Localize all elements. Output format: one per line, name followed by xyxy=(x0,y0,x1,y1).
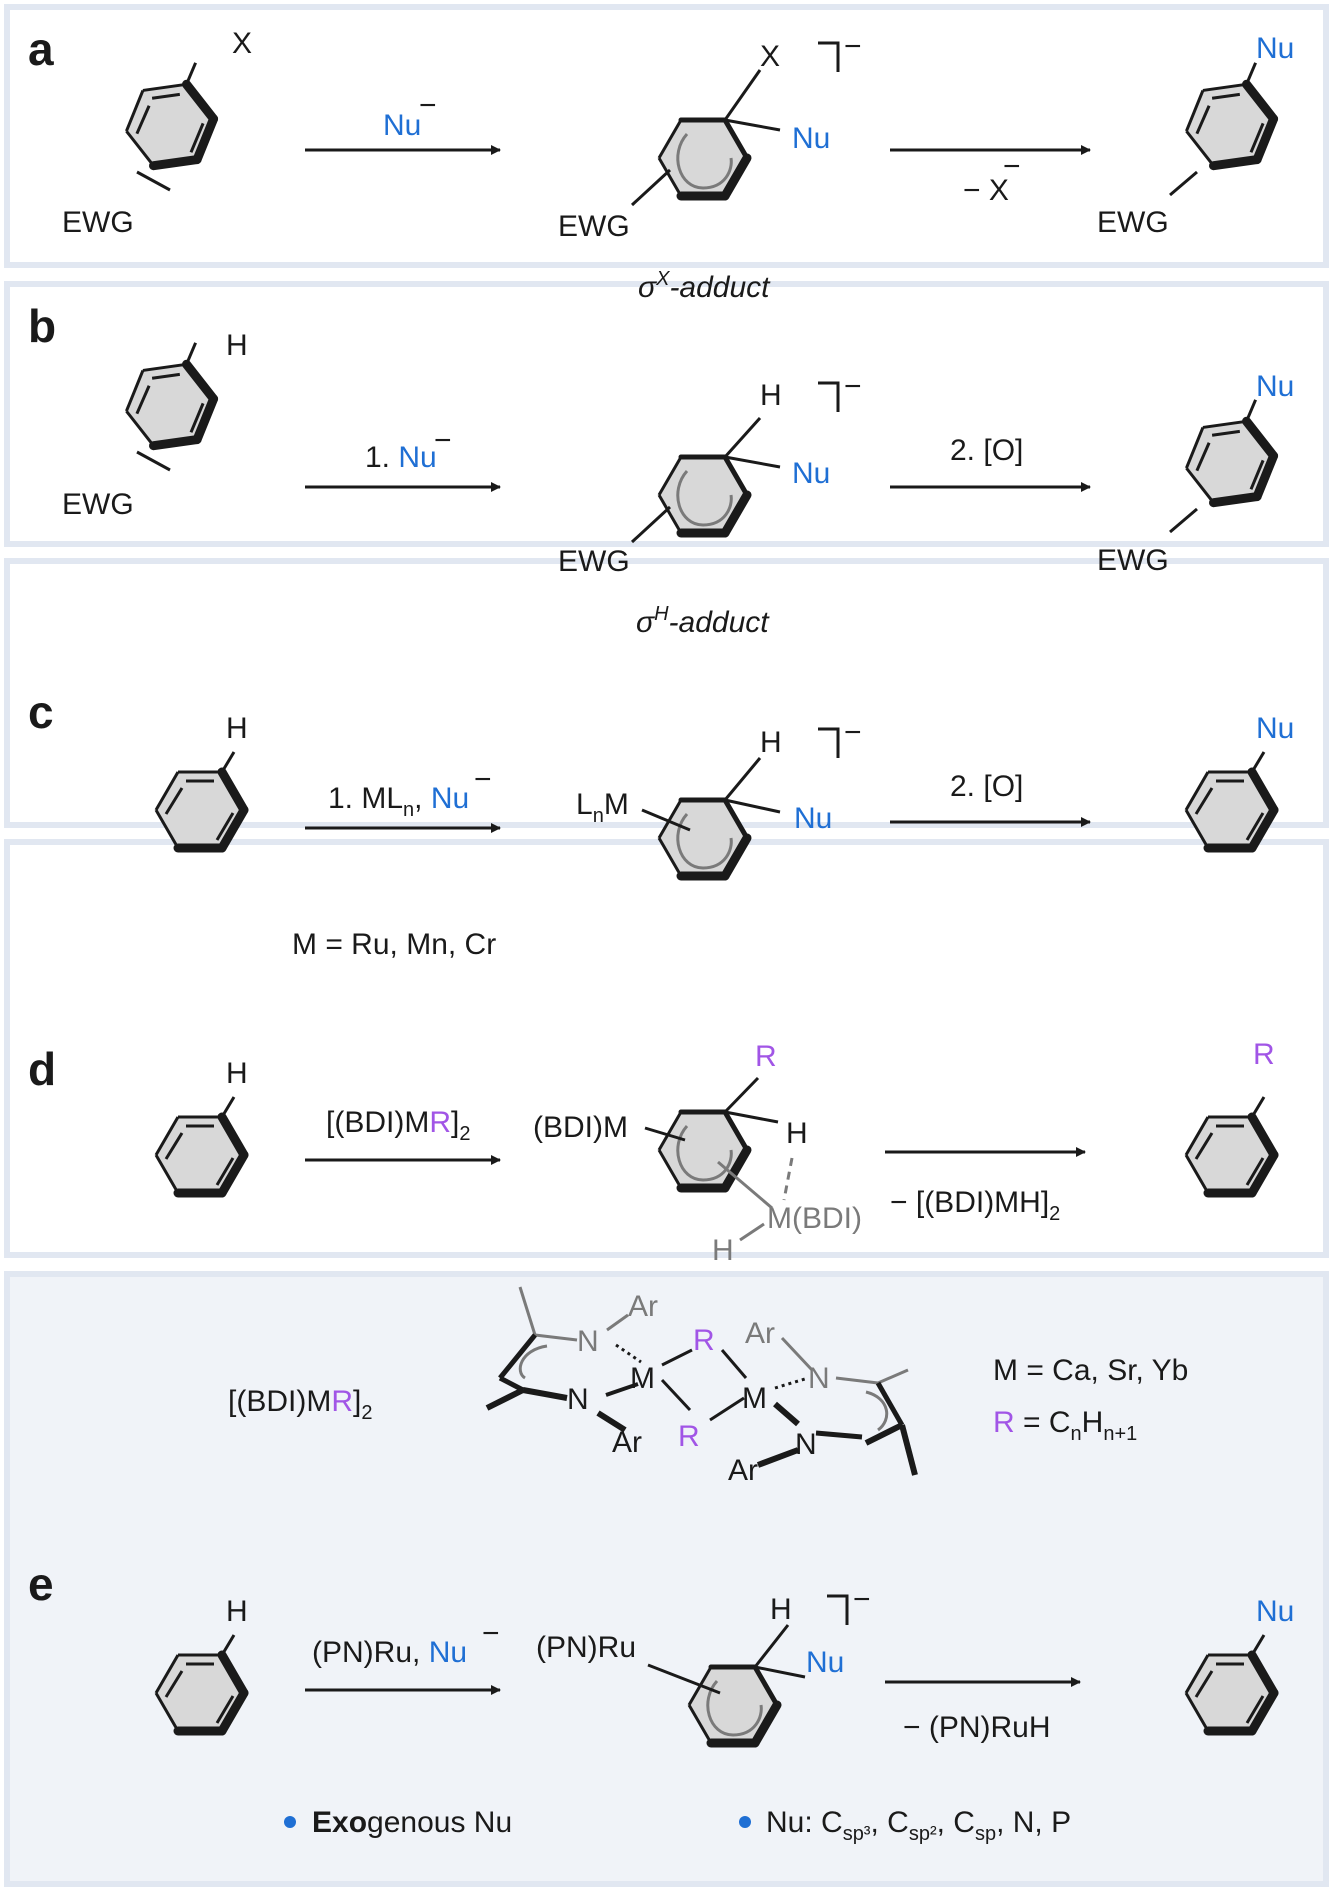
d-dimer-n1: N xyxy=(577,1325,599,1358)
e-arrow-1-label: (PN)Ru, Nu xyxy=(312,1636,467,1669)
b-adduct-label: σH-adduct xyxy=(636,603,770,639)
b-arrow-2-label: 2. [O] xyxy=(950,434,1023,467)
c-arrow-2-label: 2. [O] xyxy=(950,770,1023,803)
d-dimer-n3: N xyxy=(808,1362,830,1395)
c-adduct-h: H xyxy=(760,726,782,759)
a-adduct-leaving-group: X xyxy=(760,40,780,73)
a-arrow-1-charge: − xyxy=(419,89,437,122)
b-reactant-ring xyxy=(118,341,219,448)
a-arrow-2-label: − X xyxy=(963,174,1009,207)
c-reactant-ring xyxy=(156,752,244,848)
a-adduct-ring xyxy=(659,120,747,196)
e-adduct-nu: Nu xyxy=(806,1646,844,1679)
b-product-ring xyxy=(1178,398,1279,505)
b-adduct-ewg: EWG xyxy=(558,545,630,578)
a-reactant-ewg: EWG xyxy=(62,206,134,239)
b-product-ewg: EWG xyxy=(1097,544,1169,577)
panel-e xyxy=(4,1271,1329,1887)
b-arrow-1-label: 1. Nu xyxy=(365,441,437,474)
e-bullet-2-dot xyxy=(739,1816,751,1828)
a-adduct-ewg: EWG xyxy=(558,210,630,243)
d-dimer-n4: N xyxy=(795,1428,817,1461)
d-reactant-ring xyxy=(156,1097,244,1193)
d-dimer-ar3: Ar xyxy=(745,1317,775,1350)
panel-e-letter: e xyxy=(28,1558,54,1610)
c-arrow-1-charge: − xyxy=(474,763,492,796)
a-reactant-ring xyxy=(118,61,219,168)
e-bullet-1: Exogenous Nu xyxy=(312,1806,512,1839)
b-adduct-charge: − xyxy=(844,370,862,403)
b-adduct-h: H xyxy=(760,379,782,412)
c-adduct-bracket xyxy=(818,727,840,758)
e-product-nu: Nu xyxy=(1256,1595,1294,1628)
e-bullet-2: Nu: Csp³, Csp², Csp, N, P xyxy=(766,1806,1071,1845)
b-adduct-ring xyxy=(659,457,747,533)
a-adduct-nu: Nu xyxy=(792,122,830,155)
e-reactant-substituent: H xyxy=(226,1595,248,1628)
d-r-definition: R = CnHn+1 xyxy=(993,1406,1137,1445)
a-product-nu: Nu xyxy=(1256,32,1294,65)
a-product-ewg: EWG xyxy=(1097,206,1169,239)
a-arrow-2-charge: − xyxy=(1003,150,1021,183)
c-metal-list: M = Ru, Mn, Cr xyxy=(292,928,496,961)
e-reactant-ring xyxy=(156,1635,244,1731)
e-arrow-2-label: − (PN)RuH xyxy=(903,1711,1051,1744)
d-dimer-r2: R xyxy=(678,1420,700,1453)
c-product-nu: Nu xyxy=(1256,712,1294,745)
d-dimer-m2: M xyxy=(742,1382,767,1415)
b-adduct-bracket xyxy=(818,381,840,412)
e-bullet-1-dot xyxy=(284,1816,296,1828)
panel-d-letter: d xyxy=(28,1043,56,1095)
d-adduct-mh-h: H xyxy=(712,1234,734,1267)
d-adduct-h: H xyxy=(786,1117,808,1150)
e-adduct-bracket xyxy=(827,1594,849,1625)
d-product-r: R xyxy=(1253,1038,1275,1071)
c-arrow-1-label: 1. MLn, Nu xyxy=(328,782,469,821)
d-adduct-metal: (BDI)M xyxy=(533,1111,628,1144)
a-adduct-charge: − xyxy=(844,30,862,63)
c-adduct-nu: Nu xyxy=(794,802,832,835)
e-adduct-charge: − xyxy=(853,1583,871,1616)
e-adduct-ring xyxy=(689,1667,777,1743)
d-adduct-m-bdi: M(BDI) xyxy=(767,1202,862,1235)
e-arrow-1-charge: − xyxy=(482,1617,500,1650)
a-reactant-substituent: X xyxy=(232,27,252,60)
b-reactant-ewg: EWG xyxy=(62,488,134,521)
e-adduct-metal: (PN)Ru xyxy=(536,1631,636,1664)
panel-b-letter: b xyxy=(28,300,56,352)
a-adduct-bracket xyxy=(818,41,840,72)
d-arrow-2-label: − [(BDI)MH]2 xyxy=(890,1186,1060,1225)
d-dimer-m1: M xyxy=(630,1362,655,1395)
c-product-ring xyxy=(1186,752,1274,848)
e-adduct-h: H xyxy=(770,1593,792,1626)
d-dimer-r1: R xyxy=(693,1324,715,1357)
a-adduct-label: σX-adduct xyxy=(638,268,771,304)
d-adduct-r: R xyxy=(755,1040,777,1073)
b-adduct-nu: Nu xyxy=(792,457,830,490)
c-adduct-metal: LnM xyxy=(576,788,629,827)
b-arrow-1-charge: − xyxy=(434,424,452,457)
d-dimer-ar1: Ar xyxy=(628,1290,658,1323)
b-product-nu: Nu xyxy=(1256,370,1294,403)
d-product-ring xyxy=(1186,1097,1274,1193)
panel-a-letter: a xyxy=(28,23,54,75)
d-dimer-label: [(BDI)MR]2 xyxy=(228,1385,372,1424)
a-arrow-1-reagent: Nu xyxy=(383,109,421,142)
d-dimer-structure: N Ar N Ar M R R M N Ar N Ar xyxy=(485,1286,918,1487)
d-dimer-ar4: Ar xyxy=(728,1454,758,1487)
d-dimer-n2: N xyxy=(567,1383,589,1416)
panel-c-letter: c xyxy=(28,686,54,738)
c-reactant-substituent: H xyxy=(226,712,248,745)
c-adduct-charge: − xyxy=(844,716,862,749)
a-product-ring xyxy=(1178,61,1279,168)
d-reactant-substituent: H xyxy=(226,1057,248,1090)
panel-a xyxy=(4,4,1329,268)
d-arrow-1-label: [(BDI)MR]2 xyxy=(326,1106,470,1145)
e-product-ring xyxy=(1186,1635,1274,1731)
b-reactant-substituent: H xyxy=(226,329,248,362)
d-dimer-ar2: Ar xyxy=(612,1426,642,1459)
c-adduct-ring xyxy=(659,800,747,876)
d-metals: M = Ca, Sr, Yb xyxy=(993,1354,1188,1387)
